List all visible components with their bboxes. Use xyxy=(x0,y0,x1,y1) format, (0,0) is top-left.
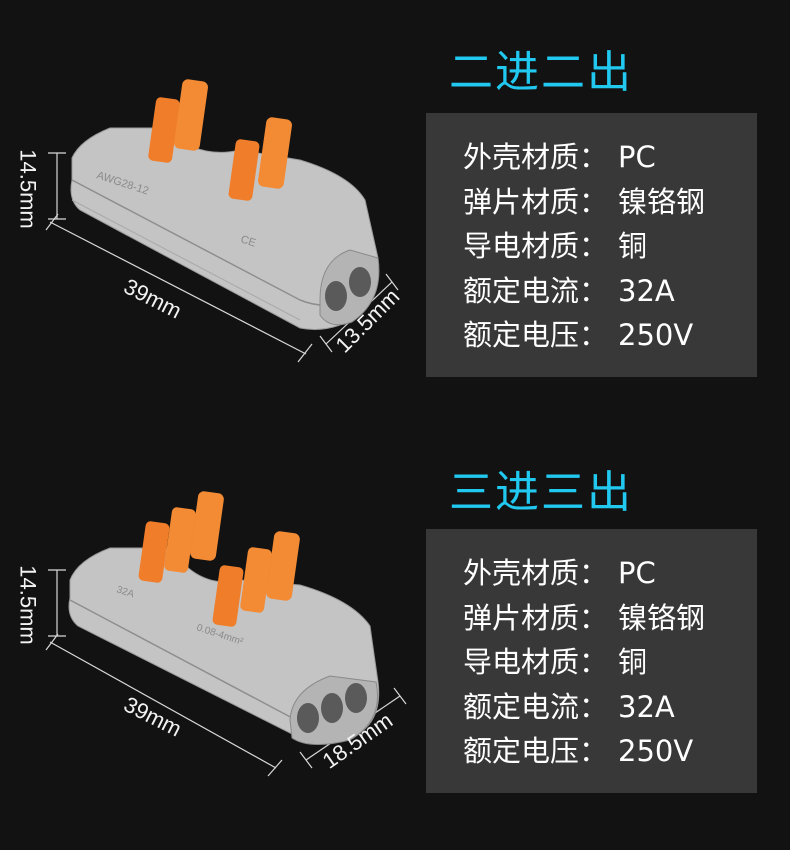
spec-list: 外壳材质：PC 弹片材质：镍铬钢 导电材质：铜 额定电流：32A 额定电压：25… xyxy=(463,551,705,774)
wire-hole xyxy=(321,693,343,723)
spec-colon: ： xyxy=(579,556,609,590)
spec-key: 弹片材质 xyxy=(463,184,580,219)
product-title: 二进二出 xyxy=(449,47,633,98)
spec-colon: ： xyxy=(579,184,609,219)
spec-colon: ： xyxy=(579,600,609,635)
spec-value: PC xyxy=(618,556,656,590)
spec-colon: ： xyxy=(579,318,609,352)
wire-hole xyxy=(345,683,367,713)
spec-row-rated-current: 额定电流： 32A xyxy=(463,269,705,314)
wire-hole xyxy=(349,267,371,297)
lever-left xyxy=(148,79,208,163)
dim-height-label: 14.5mm xyxy=(15,565,41,645)
spec-colon: ： xyxy=(579,273,609,308)
spec-panel: 外壳材质：PC 弹片材质：镍铬钢 导电材质：铜 额定电流：32A 额定电压：25… xyxy=(426,529,757,793)
product-title: 三进三出 xyxy=(449,467,633,518)
spec-row-conductor-material: 导电材质： 铜 xyxy=(463,224,705,269)
spec-colon: ： xyxy=(579,689,609,724)
spec-key: 额定电流 xyxy=(463,273,580,308)
product-section-3way: 32A 0.08-4mm² 14.5mm 39mm 18.5mm 三进三出 外壳… xyxy=(0,420,790,846)
spec-value: 32A xyxy=(618,689,675,724)
product-section-2way: AWG28-12 CE 14.5mm 39mm 13.5mm 二进二出 外壳材质… xyxy=(0,0,790,420)
spec-key: 外壳材质 xyxy=(463,140,580,174)
spec-key: 外壳材质 xyxy=(463,556,580,590)
spec-value: 镍铬钢 xyxy=(618,184,706,219)
product-figure-3way: 32A 0.08-4mm² 14.5mm 39mm 18.5mm xyxy=(0,420,430,840)
product-figure-2way: AWG28-12 CE 14.5mm 39mm 13.5mm xyxy=(0,0,430,420)
spec-row-housing-material: 外壳材质： PC xyxy=(463,551,705,596)
spec-value: 铜 xyxy=(618,645,648,679)
connector-illustration-3way: 32A 0.08-4mm² xyxy=(45,491,407,777)
spec-colon: ： xyxy=(579,140,609,174)
spec-row-rated-voltage: 额定电压： 250V xyxy=(463,313,705,358)
spec-value: 32A xyxy=(618,273,675,308)
wire-hole xyxy=(297,703,319,733)
dim-height-label: 14.5mm xyxy=(15,149,41,229)
spec-value: 250V xyxy=(618,734,694,768)
spec-panel: 外壳材质：PC 弹片材质：镍铬钢 导电材质：铜 额定电流：32A 额定电压：25… xyxy=(426,113,757,377)
spec-colon: ： xyxy=(579,734,609,768)
spec-list: 外壳材质：PC 弹片材质：镍铬钢 导电材质：铜 额定电流：32A 额定电压：25… xyxy=(463,135,705,358)
lever-right xyxy=(212,531,300,627)
spec-row-rated-current: 额定电流： 32A xyxy=(463,685,705,730)
spec-row-conductor-material: 导电材质： 铜 xyxy=(463,640,705,685)
spec-key: 额定电压 xyxy=(463,734,580,768)
spec-row-spring-material: 弹片材质： 镍铬钢 xyxy=(463,180,705,225)
dimension-lines xyxy=(45,569,407,777)
connector-illustration-2way: AWG28-12 CE xyxy=(45,79,399,363)
spec-row-rated-voltage: 额定电压： 250V xyxy=(463,729,705,774)
spec-row-housing-material: 外壳材质： PC xyxy=(463,135,705,180)
spec-colon: ： xyxy=(579,229,609,263)
spec-row-spring-material: 弹片材质： 镍铬钢 xyxy=(463,596,705,641)
spec-key: 额定电流 xyxy=(463,689,580,724)
spec-value: 250V xyxy=(618,318,694,352)
spec-key: 导电材质 xyxy=(463,229,580,263)
spec-key: 弹片材质 xyxy=(463,600,580,635)
wire-hole xyxy=(325,281,347,311)
lever-left xyxy=(138,491,224,583)
spec-value: PC xyxy=(618,140,656,174)
lever-right xyxy=(228,117,292,201)
spec-value: 镍铬钢 xyxy=(618,600,706,635)
spec-value: 铜 xyxy=(618,229,648,263)
housing-marking: CE xyxy=(239,233,257,249)
spec-colon: ： xyxy=(579,645,609,679)
spec-key: 导电材质 xyxy=(463,645,580,679)
spec-key: 额定电压 xyxy=(463,318,580,352)
housing-marking: 32A xyxy=(115,584,136,600)
